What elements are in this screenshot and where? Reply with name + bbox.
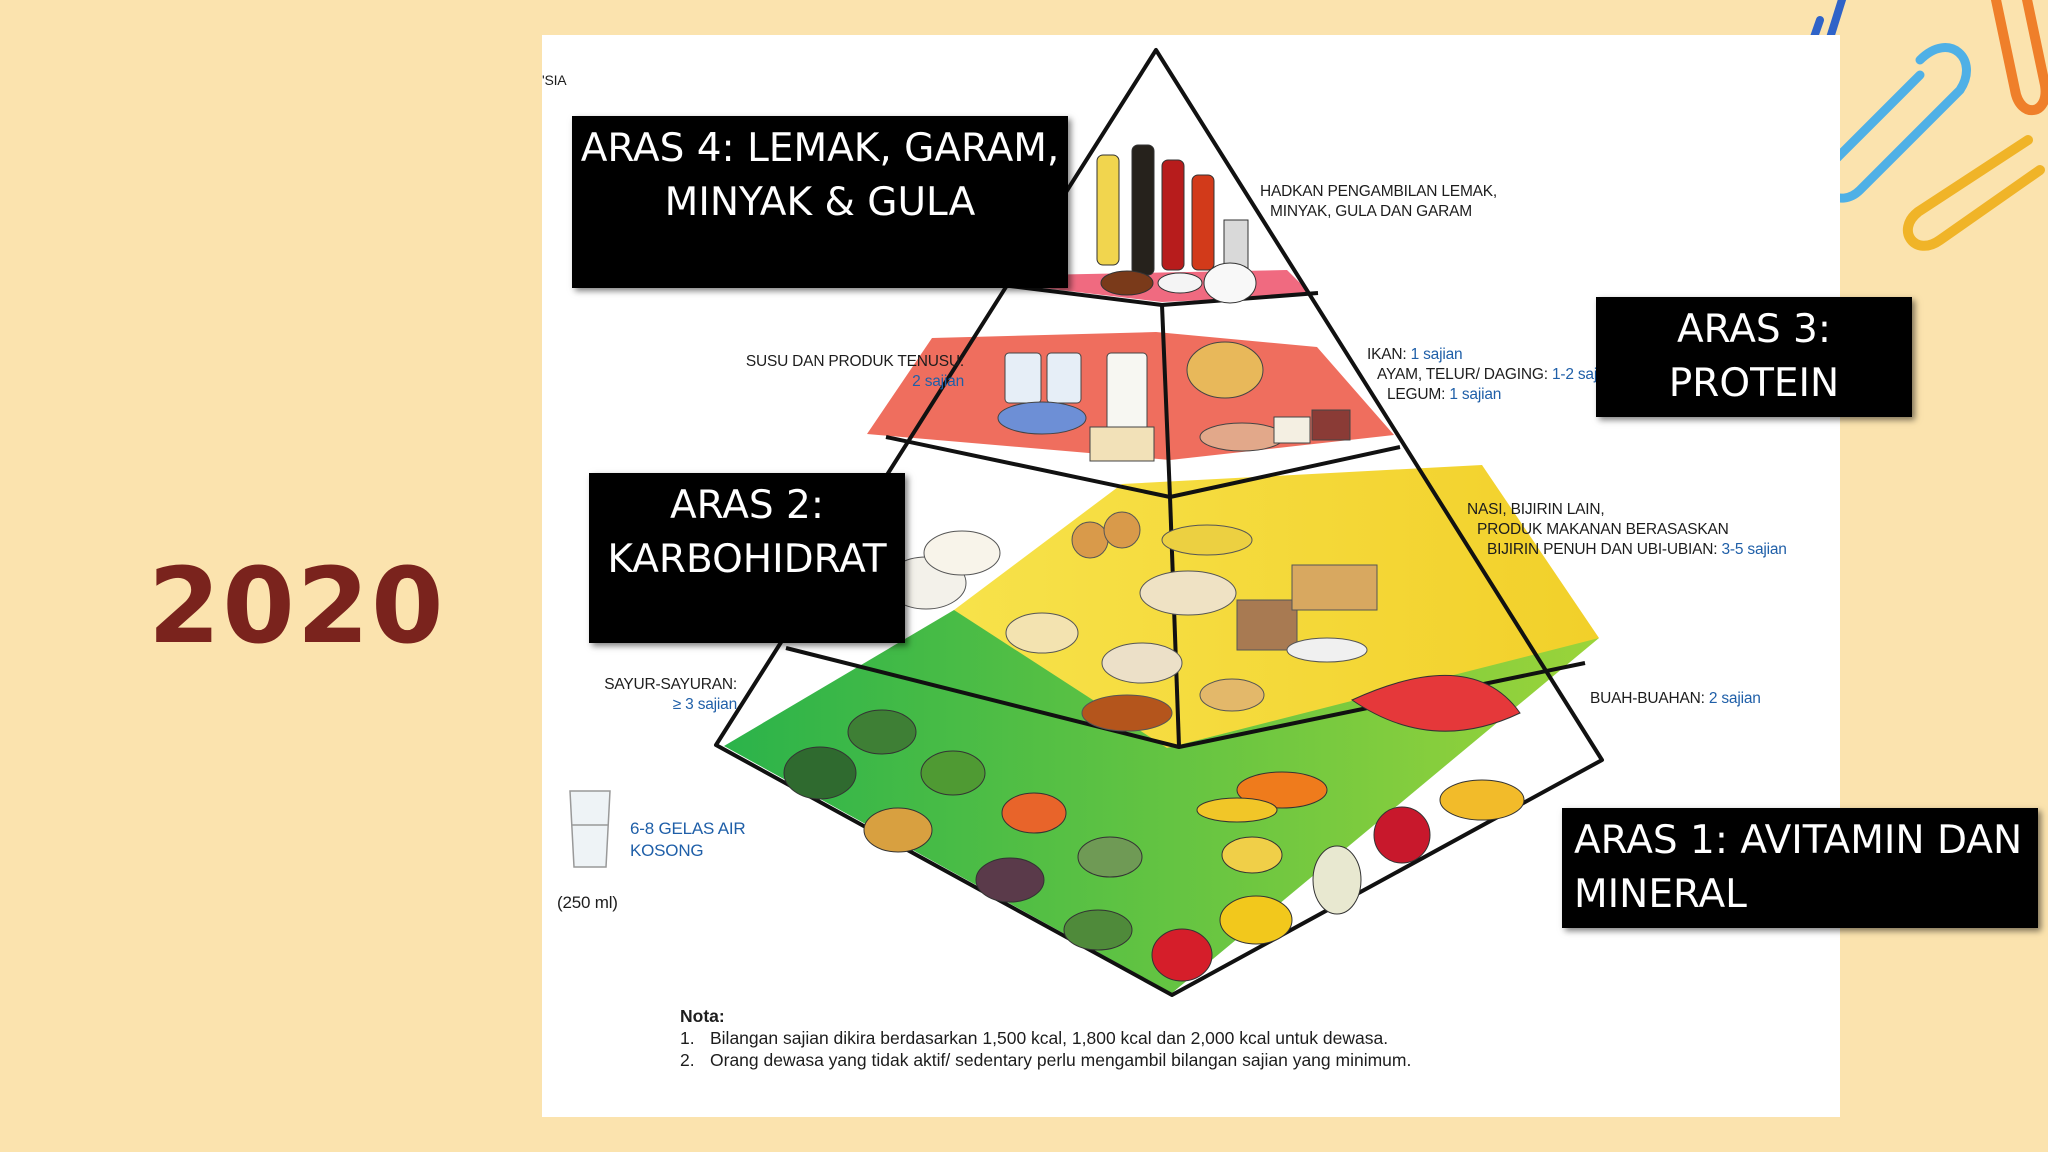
food-pyramid-diagram — [569, 48, 1604, 997]
tier-2-food-items — [885, 511, 1378, 732]
tier-1-food-items — [783, 674, 1525, 982]
food-pyramid-card: 'SIA HADKAN PENGAMBILAN LEMAK, MINYAK, G… — [542, 35, 2038, 1117]
tier-4-title-box: ARAS 4: LEMAK, GARAM, MINYAK & GULA — [572, 116, 1068, 288]
notes-section: Nota: 1.Bilangan sajian dikira berdasark… — [680, 1005, 1411, 1071]
water-glass-icon — [569, 790, 611, 868]
tier-4-label: HADKAN PENGAMBILAN LEMAK, MINYAK, GULA D… — [1260, 183, 1498, 220]
tier-1-title-box: ARAS 1: AVITAMIN DAN MINERAL — [1562, 808, 2038, 928]
water-volume: (250 ml) — [557, 893, 618, 912]
vegetable-label: SAYUR-SAYURAN: ≥ 3 sajian — [604, 676, 737, 713]
notes-title: Nota: — [680, 1006, 725, 1026]
note-item: 2.Orang dewasa yang tidak aktif/ sedenta… — [680, 1050, 1412, 1070]
header-fragment: 'SIA — [542, 72, 567, 88]
tier-2-title-box: ARAS 2: KARBOHIDRAT — [589, 473, 905, 643]
note-item: 1.Bilangan sajian dikira berdasarkan 1,5… — [680, 1028, 1389, 1048]
paper-clips-decoration — [1802, 0, 2048, 251]
tier-3-food-items — [997, 341, 1351, 462]
year-title: 2020 — [148, 545, 446, 667]
tier-3-title-box: ARAS 3: PROTEIN — [1596, 297, 1912, 417]
protein-label: IKAN: 1 sajian AYAM, TELUR/ DAGING: 1-2 … — [1367, 346, 1601, 403]
water-label: 6-8 GELAS AIR KOSONG — [630, 819, 746, 860]
carbohydrate-label: NASI, BIJIRIN LAIN, PRODUK MAKANAN BERAS… — [1467, 501, 1787, 558]
fruit-label: BUAH-BUAHAN: 2 sajian — [1590, 690, 1761, 707]
dairy-label: SUSU DAN PRODUK TENUSU: 2 sajian — [745, 353, 964, 390]
tier-4-food-items — [1096, 144, 1257, 304]
